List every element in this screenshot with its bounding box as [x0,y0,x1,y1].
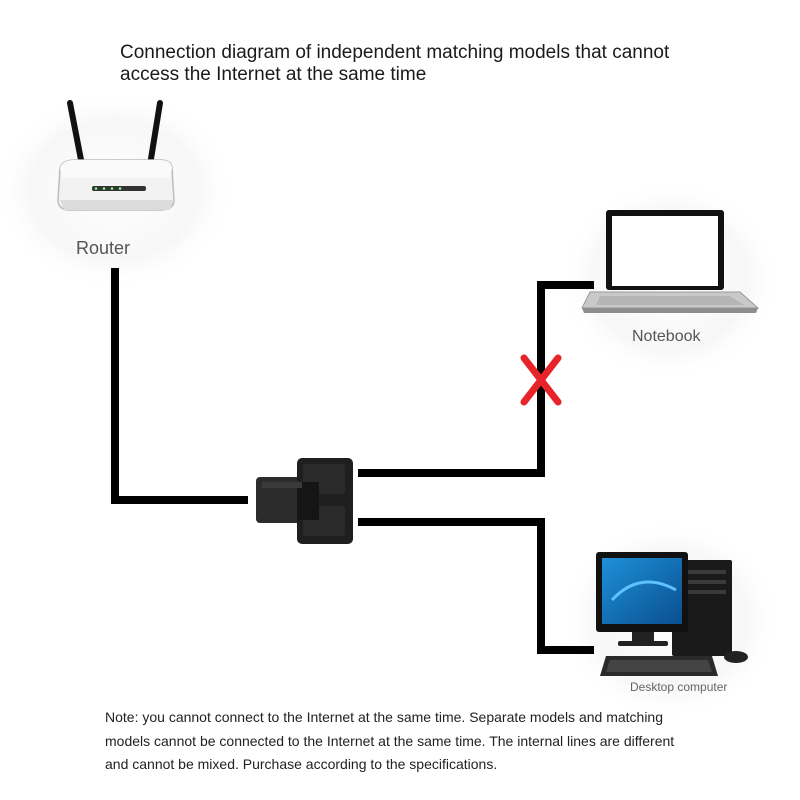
router-label: Router [76,238,131,258]
desktop-cable [358,518,594,654]
desktop-computer-icon [596,552,748,676]
router-cable [111,268,248,504]
diagram-title: Connection diagram of independent matchi… [120,42,670,85]
rj45-splitter-icon [256,458,353,544]
cables [111,268,594,654]
laptop-icon [581,210,760,313]
router-icon [57,100,175,211]
notebook-cable [358,281,594,477]
red-x-icon [520,354,562,406]
note-text: Note: you cannot connect to the Internet… [105,709,675,772]
desktop-label: Desktop computer [630,680,728,694]
notebook-label: Notebook [632,328,701,345]
